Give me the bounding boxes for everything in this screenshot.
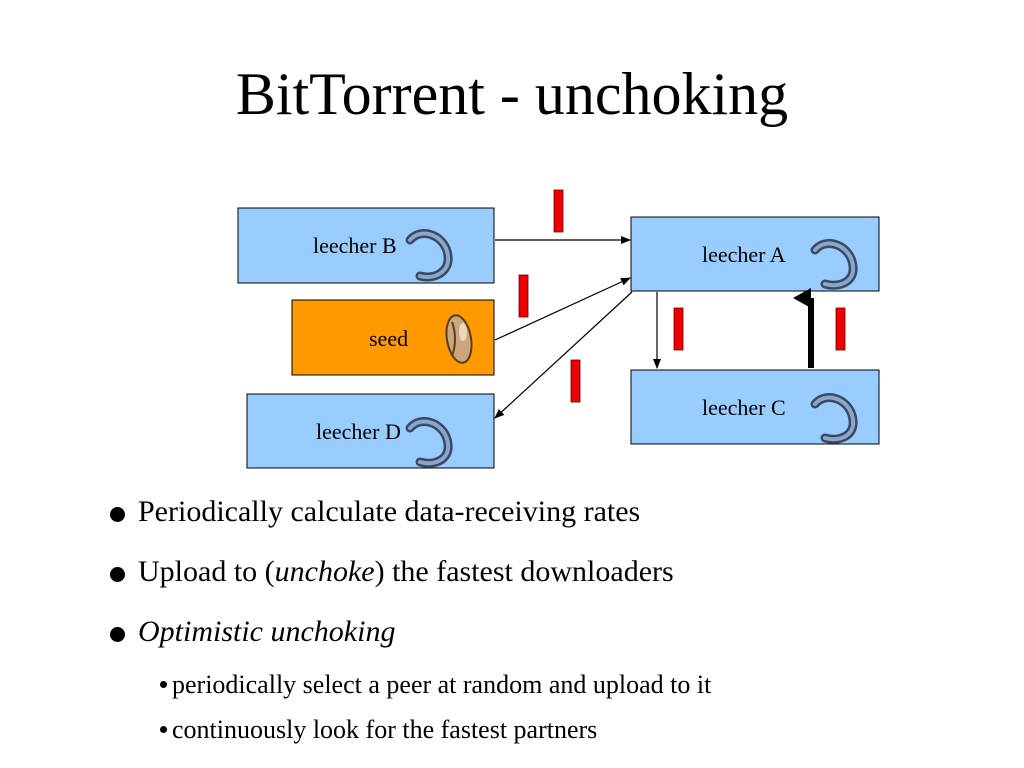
leech-icon	[405, 229, 453, 282]
node-seed: seed	[291, 299, 495, 376]
sub-bullet-dot	[160, 680, 167, 688]
node-leecher-c-label: leecher C	[702, 395, 786, 420]
bullet-text: Periodically calculate data-receiving ra…	[138, 495, 641, 528]
bullet-text-post: ) the fastest downloaders	[374, 555, 674, 588]
bullet-text: Optimistic unchoking	[138, 615, 396, 648]
sub-bullet-list: periodically select a peer at random and…	[160, 666, 960, 756]
node-leecher-d: leecher D	[246, 393, 495, 469]
sub-bullet-item: continuously look for the fastest partne…	[160, 711, 960, 749]
node-leecher-d-label: leecher D	[316, 419, 401, 444]
node-seed-label: seed	[369, 326, 408, 351]
bullet-dot	[110, 567, 125, 582]
leech-icon	[810, 239, 858, 290]
bullet-text-pre: Upload to (	[138, 555, 275, 588]
sub-bullet-dot	[160, 725, 167, 733]
red-marker	[570, 359, 581, 403]
bullet-item: Upload to (unchoke) the fastest download…	[110, 550, 990, 594]
slide-title: BitTorrent - unchoking	[235, 61, 789, 127]
leech-icon	[810, 393, 858, 444]
sub-bullet-item: periodically select a peer at random and…	[160, 666, 960, 704]
node-leecher-b-label: leecher B	[313, 233, 397, 258]
bullet-text-emphasis: unchoke	[274, 555, 375, 588]
node-leecher-a-label: leecher A	[702, 242, 786, 267]
node-leecher-b: leecher B	[237, 207, 495, 284]
bullet-item: Optimistic unchoking	[110, 610, 990, 654]
bullet-item: Periodically calculate data-receiving ra…	[110, 490, 990, 534]
bullet-dot	[110, 507, 125, 522]
arrow-a-to-d	[494, 291, 633, 419]
sub-bullet-text: continuously look for the fastest partne…	[172, 715, 598, 744]
red-marker	[835, 307, 846, 351]
leech-icon	[405, 417, 453, 468]
bean-icon	[445, 314, 473, 364]
red-marker	[673, 307, 684, 351]
red-marker	[553, 189, 564, 233]
bullet-dot	[110, 627, 125, 642]
arrow-seed-to-a	[494, 277, 631, 341]
red-marker	[518, 274, 529, 318]
unchoking-diagram: leecher B seed leecher D leecher A	[237, 189, 880, 469]
bullet-list: Periodically calculate data-receiving ra…	[110, 490, 990, 670]
sub-bullet-text: periodically select a peer at random and…	[172, 670, 712, 699]
node-leecher-c: leecher C	[630, 369, 880, 445]
node-leecher-a: leecher A	[630, 216, 880, 292]
